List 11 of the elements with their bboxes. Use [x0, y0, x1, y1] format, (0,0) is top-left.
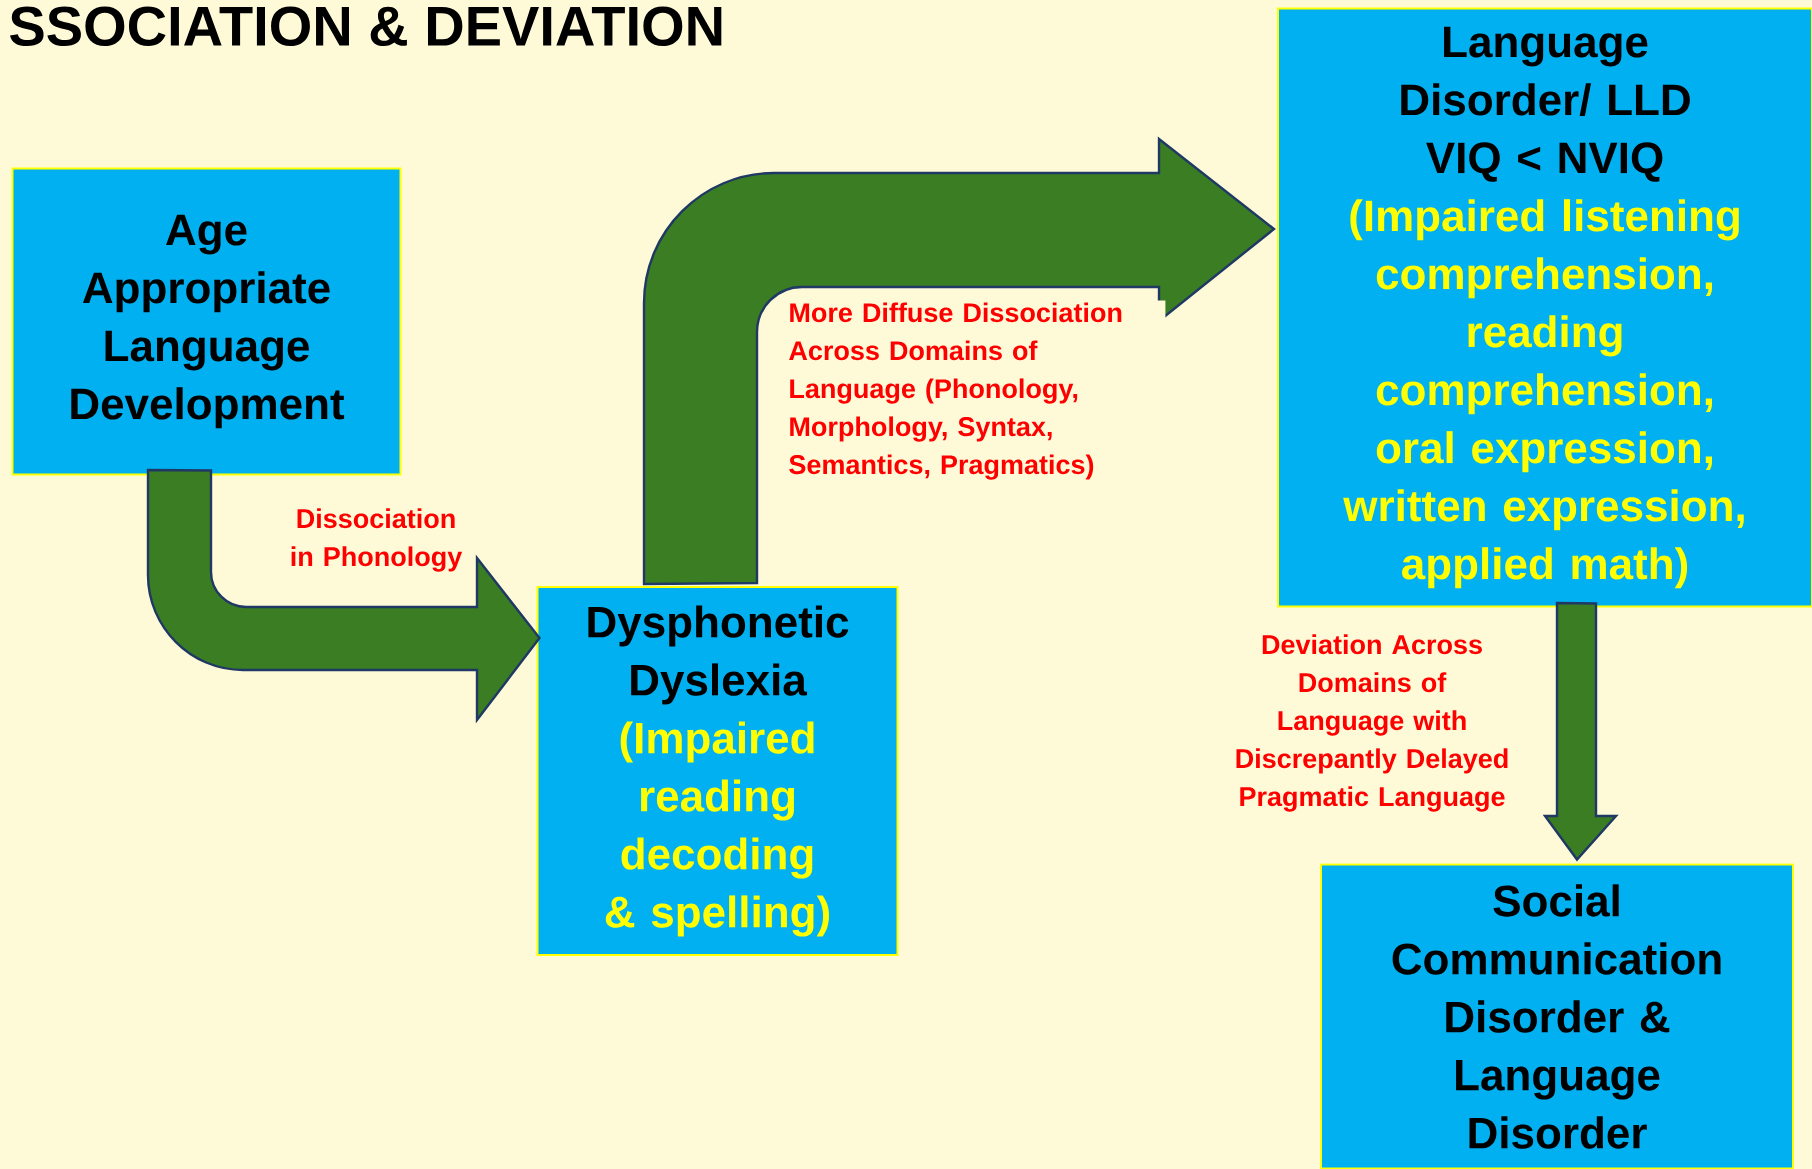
edge-label: More Diffuse Dissociation Across Domains of Language (Phonology, Morphology, Syntax, Semantics, Pragmatics)	[786, 300, 1166, 482]
process-box: Dysphonetic Dyslexia (Impaired reading decoding & spelling)	[536, 586, 899, 956]
block-arrow	[1542, 601, 1619, 862]
process-box: Social Communication Disorder & Language Disorder	[1320, 863, 1794, 1169]
process-box: Language Disorder/ LLD VIQ < NVIQ (Impaired listening comprehension, reading comprehension, oral expression, written expression, applied math)	[1277, 7, 1812, 608]
block-arrow	[146, 468, 541, 722]
edge-label: Dissociation in Phonology	[281, 506, 471, 574]
title: SSOCIATION & DEVIATION	[10, 6, 722, 47]
process-box: Age Appropriate Language Development	[11, 167, 402, 476]
edge-label: Deviation Across Domains of Language with Discrepantly Delayed Pragmatic Language	[1202, 632, 1542, 814]
block-arrow	[642, 137, 1276, 586]
